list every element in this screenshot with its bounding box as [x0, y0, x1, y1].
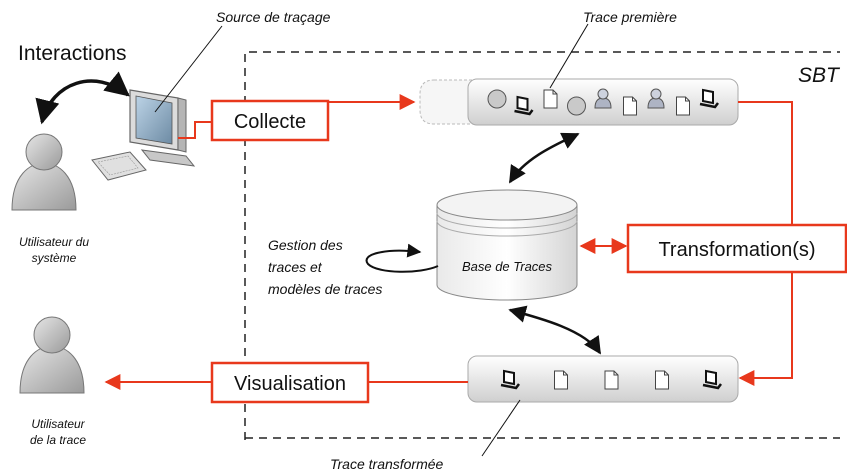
arrow-db-transformee: [508, 305, 602, 355]
monitor-icon: [702, 369, 722, 390]
gestion-loop: [365, 243, 439, 273]
collecte-connector: [178, 121, 212, 139]
visualisation-label: Visualisation: [234, 373, 346, 395]
trace-transformee-label: Trace transformée: [330, 456, 444, 472]
monitor-icon: [699, 88, 719, 109]
transformation-box: [626, 223, 847, 274]
sbt-label: SBT: [798, 64, 841, 87]
transformation-label: Transformation(s): [658, 239, 815, 261]
document-icon: [623, 96, 637, 116]
document-icon: [543, 89, 558, 109]
user-icon: [594, 88, 612, 109]
document-icon: [655, 370, 669, 390]
user-system-label-2: système: [32, 251, 77, 265]
user-system-icon: [11, 133, 77, 211]
trace-database: [436, 189, 578, 301]
collecte-label: Collecte: [234, 111, 306, 133]
user-trace-label-1: Utilisateur: [31, 417, 85, 431]
document-icon: [554, 370, 568, 390]
monitor-icon: [514, 95, 534, 116]
trace-premiere-ghost: [419, 79, 476, 125]
source-label: Source de traçage: [216, 9, 331, 25]
trace-premiere-label: Trace première: [583, 9, 677, 25]
collecte-box: [210, 99, 330, 142]
sbt-frame: [244, 51, 840, 440]
gestion-label-1: Gestion des: [268, 237, 343, 253]
trace-transformee-bar: [467, 355, 739, 403]
gestion-label-3: modèles de traces: [268, 281, 382, 297]
gestion-label-2: traces et: [268, 259, 323, 275]
monitor-icon: [500, 369, 520, 390]
user-system-label-1: Utilisateur du: [19, 235, 89, 249]
database-label: Base de Traces: [462, 259, 553, 274]
document-icon: [604, 370, 619, 390]
computer-icon: [91, 89, 196, 181]
transformation-to-transformee: [738, 272, 793, 386]
trace-premiere-icons: [487, 88, 719, 116]
user-trace-icon: [19, 316, 85, 394]
interactions-arrow: [35, 71, 130, 125]
user-icon: [647, 88, 665, 109]
circle-icon: [487, 89, 507, 109]
arrow-db-premiere: [508, 132, 580, 184]
visualisation-box: [210, 361, 370, 404]
trace-premiere-leader: [549, 23, 589, 89]
trace-transformee-icons: [500, 369, 722, 390]
circle-icon: [567, 96, 586, 116]
premiere-to-transformation: [738, 101, 793, 225]
document-icon: [676, 96, 690, 116]
user-trace-label-2: de la trace: [30, 433, 86, 447]
source-leader: [154, 25, 223, 113]
trace-transformee-leader: [481, 399, 521, 457]
interactions-label: Interactions: [18, 42, 127, 65]
